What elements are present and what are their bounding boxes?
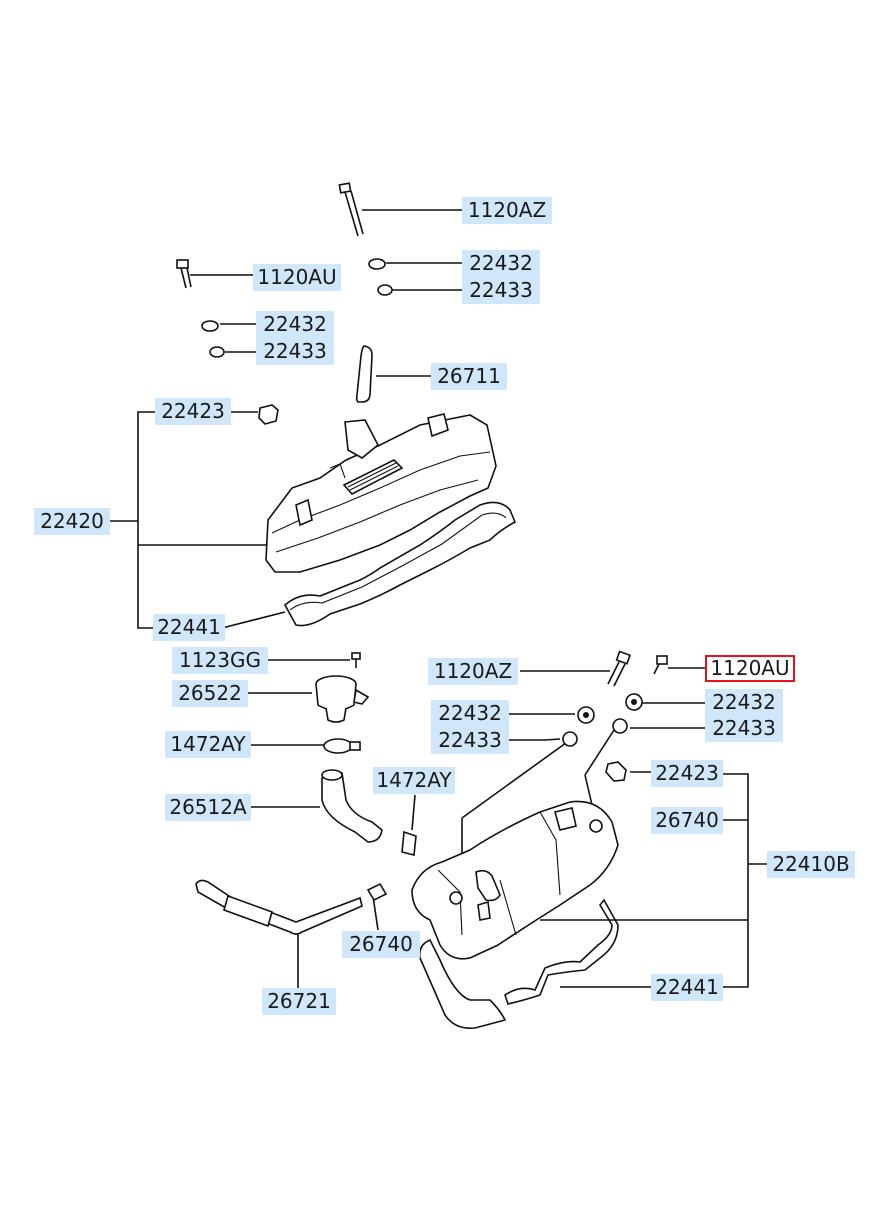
label-lower-bolt-short[interactable]: 1120AU <box>705 655 795 682</box>
clamp-2-part <box>401 830 417 856</box>
label-lower-left-washer[interactable]: 22432 <box>431 700 509 727</box>
label-lower-right-washer[interactable]: 22432 <box>705 689 783 716</box>
label-upper-breather-hose[interactable]: 26711 <box>431 363 507 390</box>
lower-plug-part <box>605 761 627 782</box>
label-upper-plug[interactable]: 22423 <box>155 398 231 425</box>
breather-hose-part <box>355 345 373 403</box>
label-upper-left-grommet[interactable]: 22433 <box>256 338 334 365</box>
pcv-valve-part <box>315 675 370 723</box>
washers-upper <box>201 258 393 358</box>
label-upper-bolt-long[interactable]: 1120AZ <box>462 197 552 224</box>
label-upper-right-washer[interactable]: 22432 <box>462 250 540 277</box>
label-lower-left-grommet[interactable]: 22433 <box>431 727 509 754</box>
label-pcv-bolt[interactable]: 1123GG <box>172 647 268 674</box>
label-clamp-2[interactable]: 1472AY <box>373 767 455 794</box>
label-pcv-hose[interactable]: 26512A <box>165 794 251 821</box>
upper-gasket-part <box>283 501 517 627</box>
label-breather-hose[interactable]: 26721 <box>262 988 336 1015</box>
label-lower-nipple[interactable]: 26740 <box>651 807 723 834</box>
upper-cover-part <box>265 413 497 573</box>
plug-part <box>258 404 279 425</box>
label-lower-plug[interactable]: 22423 <box>651 760 723 787</box>
label-lower-cover-assembly[interactable]: 22410B <box>767 851 855 878</box>
label-nipple-fitting[interactable]: 26740 <box>342 931 420 958</box>
lower-cover-part <box>411 800 619 960</box>
label-upper-cover-assembly[interactable]: 22420 <box>34 508 110 535</box>
label-pcv-valve[interactable]: 26522 <box>172 680 248 707</box>
label-lower-right-grommet[interactable]: 22433 <box>705 715 783 742</box>
lower-gasket-part <box>418 898 619 1030</box>
upper-bolt-long-part <box>338 182 364 237</box>
pcv-bolt-part <box>351 652 361 668</box>
label-upper-gasket[interactable]: 22441 <box>153 614 225 641</box>
label-lower-gasket[interactable]: 22441 <box>651 974 723 1001</box>
label-upper-left-washer[interactable]: 22432 <box>256 311 334 338</box>
nipple-fitting-part <box>366 882 388 902</box>
pcv-hose-part <box>321 769 383 843</box>
label-hose-clamp[interactable]: 1472AY <box>165 731 251 758</box>
lower-bolt-short-part <box>653 655 668 675</box>
label-upper-right-grommet[interactable]: 22433 <box>462 277 540 304</box>
upper-bolt-short-part <box>176 259 192 289</box>
hose-clamp-part <box>323 738 361 754</box>
washers-lower <box>562 693 643 747</box>
breather-hose-assembly-part <box>195 879 363 935</box>
lower-bolt-long-part <box>607 650 632 687</box>
label-upper-bolt-short[interactable]: 1120AU <box>253 264 341 291</box>
label-lower-bolt-long[interactable]: 1120AZ <box>428 658 518 685</box>
